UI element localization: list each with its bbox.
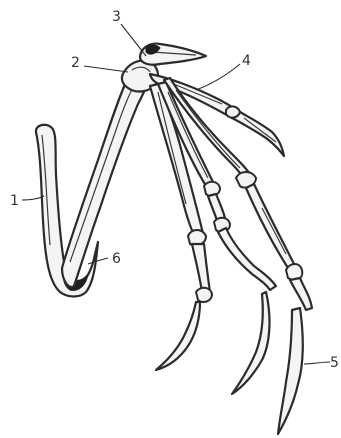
forearm-bone: [62, 73, 146, 287]
leader-line-4: [196, 64, 240, 90]
leader-line-3: [121, 24, 146, 56]
leader-line-6: [88, 258, 108, 264]
label-4: 4: [242, 53, 251, 69]
leader-line-2: [84, 66, 128, 72]
label-1: 1: [10, 193, 19, 209]
wrist-spur-bone: [140, 44, 206, 65]
label-3: 3: [112, 9, 121, 25]
label-2: 2: [71, 55, 80, 71]
label-6: 6: [112, 251, 121, 267]
leader-line-5: [304, 362, 330, 364]
leader-line-1: [22, 196, 44, 200]
label-5: 5: [330, 355, 339, 371]
